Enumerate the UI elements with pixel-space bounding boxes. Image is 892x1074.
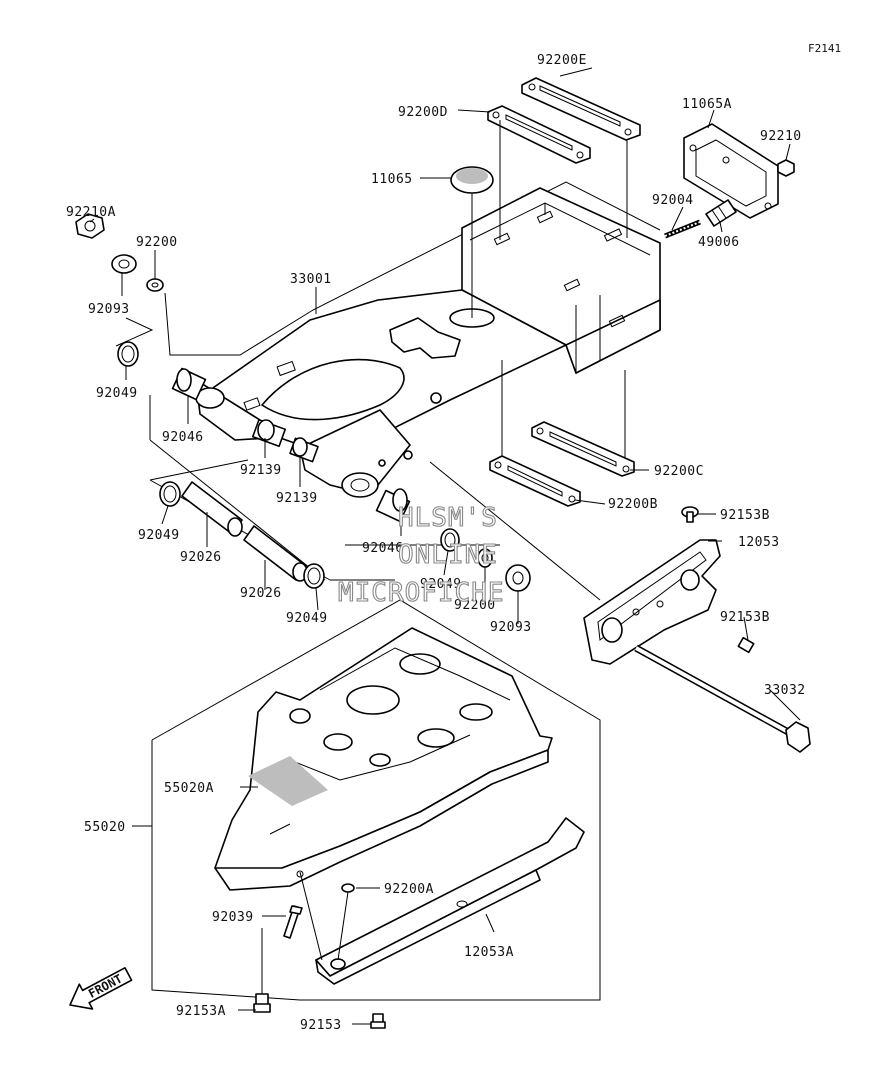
front-arrow: FRONT	[69, 967, 133, 1010]
label-92004: 92004	[652, 193, 694, 208]
cap-11065	[450, 166, 494, 318]
grommet-49006	[705, 199, 737, 227]
label-92153b-b: 92153B	[720, 610, 770, 625]
label-92139-b: 92139	[276, 491, 318, 506]
bolt-92153	[370, 1013, 386, 1029]
cover-55020	[214, 627, 553, 891]
label-49006: 49006	[698, 235, 740, 250]
chain-guide-12053	[583, 539, 721, 665]
label-92049-b: 92049	[138, 528, 180, 543]
label-92046-b: 92046	[362, 541, 404, 556]
label-92139-a: 92139	[240, 463, 282, 478]
seal-92049-b	[159, 481, 181, 507]
plate-92200c	[531, 421, 635, 477]
label-92210: 92210	[760, 129, 802, 144]
seal-92049-c	[440, 528, 460, 552]
front-label: FRONT	[86, 972, 124, 1001]
label-33001: 33001	[290, 272, 332, 287]
label-92049-a: 92049	[96, 386, 138, 401]
nut-92210a	[75, 213, 105, 239]
label-11065a: 11065A	[682, 97, 732, 112]
watermark: HLSM'S ONLINE MICROFICHE	[337, 502, 505, 608]
label-92200d: 92200D	[398, 105, 448, 120]
cover-11065a	[683, 123, 779, 219]
label-11065: 11065	[371, 172, 413, 187]
label-92093-top: 92093	[88, 302, 130, 317]
watermark-line-1: HLSM'S	[398, 503, 498, 533]
seal-92049-d	[303, 563, 325, 589]
axle-33032	[634, 644, 811, 753]
watermark-line-2: ONLINE	[398, 540, 498, 570]
guide-12053a	[299, 817, 585, 985]
watermark-line-3: MICROFICHE	[338, 578, 505, 608]
sleeve-92026-a	[181, 481, 243, 537]
bolt-92153a	[253, 928, 271, 1013]
label-92200e: 92200E	[537, 53, 587, 68]
label-92026-b: 92026	[240, 586, 282, 601]
bolt-92004	[664, 219, 701, 239]
plate-92200b	[489, 455, 581, 507]
plate-92200e	[521, 77, 641, 141]
grommet-92200a	[341, 883, 355, 893]
label-92026-a: 92026	[180, 550, 222, 565]
collar-92139-b	[289, 437, 319, 463]
label-12053: 12053	[738, 535, 780, 550]
seal-92049-a	[117, 341, 139, 367]
label-92200-mid: 92200	[454, 598, 496, 613]
label-92200c: 92200C	[654, 464, 704, 479]
label-92093-mid: 92093	[490, 620, 532, 635]
washer-92200-mid	[477, 548, 493, 568]
label-12053a: 12053A	[464, 945, 514, 960]
diagram-code: F2141	[808, 42, 841, 55]
swingarm-33001	[195, 187, 661, 498]
part-labels: 92200E 92200D 11065A 92210 11065 92004 4…	[66, 53, 806, 1033]
label-92153: 92153	[300, 1018, 342, 1033]
label-92153b-a: 92153B	[720, 508, 770, 523]
bolt-92153b-a	[681, 506, 699, 523]
label-92039: 92039	[212, 910, 254, 925]
bearing-92046-b	[375, 488, 411, 523]
label-92200b: 92200B	[608, 497, 658, 512]
washer-92093-top	[111, 254, 137, 274]
label-55020: 55020	[84, 820, 126, 835]
label-92049-d: 92049	[286, 611, 328, 626]
label-92046-a: 92046	[162, 430, 204, 445]
label-92200-top: 92200	[136, 235, 178, 250]
rivet-92039	[283, 905, 303, 939]
label-92153a: 92153A	[176, 1004, 226, 1019]
leader-lines	[89, 67, 801, 1025]
label-92210a: 92210A	[66, 205, 116, 220]
label-33032: 33032	[764, 683, 806, 698]
leader-plates	[499, 120, 628, 470]
bearing-92046-a	[171, 367, 207, 401]
sleeve-92026-b	[243, 525, 308, 582]
label-92200a: 92200A	[384, 882, 434, 897]
label-92049-c: 92049	[420, 577, 462, 592]
nut-92210	[777, 159, 795, 177]
plate-92200d	[487, 105, 591, 164]
washer-92093-mid	[505, 564, 531, 592]
label-55020a: 55020A	[164, 781, 214, 796]
washer-92200-top	[146, 278, 164, 292]
collar-92139-a	[251, 418, 287, 448]
bolt-92153b-b	[737, 636, 755, 654]
